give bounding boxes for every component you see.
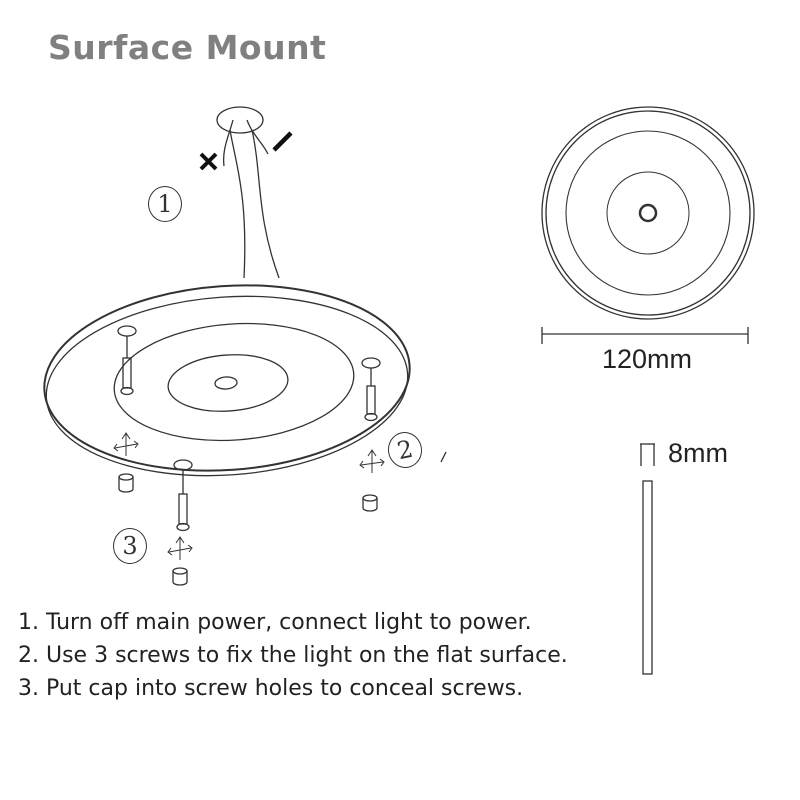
thickness-label: 8mm — [668, 438, 728, 468]
side-profile — [640, 443, 655, 675]
diameter-label: 120mm — [602, 344, 693, 374]
leader-mark — [440, 451, 447, 463]
rotate-arrow-icon — [167, 536, 193, 560]
page-title: Surface Mount — [48, 28, 327, 67]
screw-icon — [120, 336, 134, 396]
ceiling-hole — [216, 106, 264, 134]
cap-icon — [172, 567, 188, 586]
wire-left — [222, 119, 234, 167]
wire-right — [246, 119, 269, 155]
step-marker-3: 3 — [113, 528, 147, 564]
screw-hole — [117, 325, 137, 337]
instruction-list: 1. Turn off main power, connect light to… — [18, 606, 568, 705]
screw-hole — [173, 459, 193, 471]
light-body — [43, 284, 411, 477]
screw-hole — [361, 357, 381, 369]
top-view — [541, 106, 755, 320]
power-cable — [229, 129, 246, 279]
power-cable — [251, 129, 280, 279]
cap-icon — [118, 473, 134, 493]
screw-icon — [364, 368, 378, 422]
cap-icon — [362, 494, 378, 512]
instruction-step-3: 3. Put cap into screw holes to conceal s… — [18, 676, 524, 701]
step-marker-1: 1 — [148, 186, 182, 222]
wire-minus-icon — [272, 131, 293, 152]
instruction-step-1: 1. Turn off main power, connect light to… — [18, 610, 532, 635]
screw-icon — [176, 470, 190, 532]
diameter-dimension — [541, 327, 749, 344]
instruction-step-2: 2. Use 3 screws to fix the light on the … — [18, 643, 568, 668]
wire-cross-icon — [199, 152, 218, 171]
rotate-arrow-icon — [113, 432, 139, 456]
rotate-arrow-icon — [359, 449, 385, 473]
